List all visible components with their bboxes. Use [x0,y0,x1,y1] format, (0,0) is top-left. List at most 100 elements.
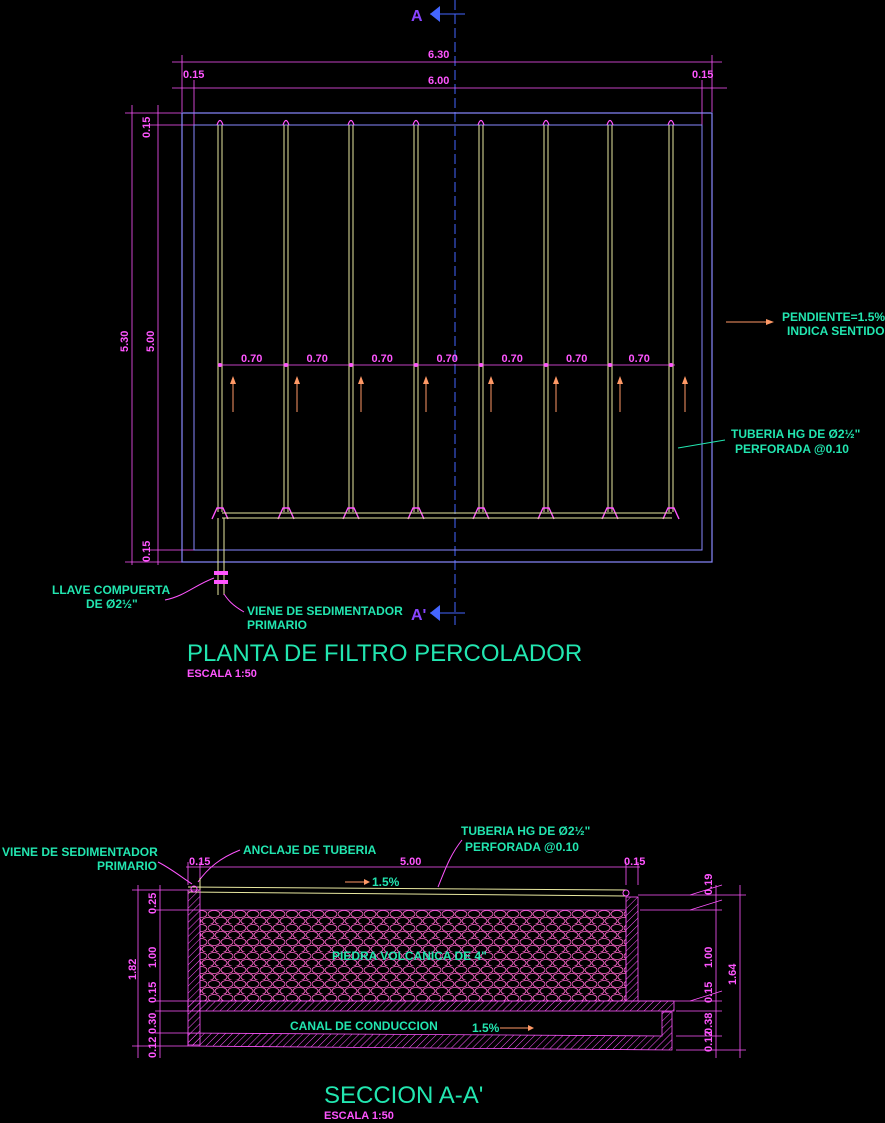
spacing-label: 0.70 [372,353,393,365]
section-slope-top: 1.5% [372,875,400,889]
section-mark-bottom: A' [411,605,465,624]
section-right-total: 1.64 [727,963,739,985]
section-right-dimensions [638,884,746,1058]
section-pipe-note-line1: TUBERIA HG DE Ø2½" [461,824,590,838]
section-left-d3: 0.15 [147,982,159,1003]
section-pipe-note-line2: PERFORADA @0.10 [465,840,579,854]
pipe-lateral [342,119,360,520]
plan-total-height: 5.30 [119,331,131,352]
collector-header [217,512,672,595]
pipe-end-right-icon [622,889,630,897]
plan-inlet-note-line2: PRIMARIO [247,618,307,632]
perforated-pipes [211,119,680,520]
section-pipe-leader [437,839,463,888]
section-right-wall [625,896,639,1002]
plan-left-dimensions [125,105,200,565]
pipe-note-leader [677,439,726,449]
tank-inner-wall [193,124,703,551]
pipe-lateral [537,119,555,520]
flow-arrow-icon [358,376,364,412]
plan-wall-right: 0.15 [692,69,713,81]
section-slope-bottom: 1.5% [472,1021,500,1035]
support-slab [187,1000,675,1012]
section-inlet-note-line1: VIENE DE SEDIMENTADOR [2,845,158,859]
section-dim-right: 0.15 [624,856,645,868]
plan-wall-top: 0.15 [141,117,153,138]
section-right-d3: 0.15 [703,982,715,1003]
flow-arrow-icon [488,376,494,412]
plan-top-dimensions [172,55,727,125]
valve-note-line1: LLAVE COMPUERTA [52,583,171,597]
slope-bottom-arrow [500,1025,534,1031]
flow-arrow-icon [230,376,236,412]
media-label: PIEDRA VOLCANICA DE 4" [332,949,487,963]
section-mark-bottom-label: A' [411,607,426,624]
section-left-dimensions [132,885,200,1058]
section-scale: ESCALA 1:50 [324,1110,394,1122]
plan-total-width: 6.30 [428,49,449,61]
section-left-d1: 0.25 [147,893,159,914]
plan-inner-height: 5.00 [145,331,157,352]
slope-note-line1: PENDIENTE=1.5% [782,310,885,324]
anchor-leader [197,849,241,883]
pipe-lateral [662,119,680,520]
volcanic-stone-media [199,909,627,1002]
spacing-label: 0.70 [437,353,458,365]
plan-wall-left: 0.15 [183,69,204,81]
spacing-label: 0.70 [629,353,650,365]
anchor-note: ANCLAJE DE TUBERIA [243,843,377,857]
section-inlet-leader [157,861,193,885]
spacing-label: 0.70 [307,353,328,365]
plan-inlet-note-line1: VIENE DE SEDIMENTADOR [247,604,403,618]
section-right-d4: 0.38 [703,1013,715,1034]
section-mark-top: A [411,6,465,25]
plan-pipe-note-line1: TUBERIA HG DE Ø2½" [731,427,860,441]
pipe-lateral [601,119,619,520]
flow-arrow-icon [423,376,429,412]
flow-arrow-icon [617,376,623,412]
section-left-d2: 1.00 [147,947,159,968]
flow-arrows [230,376,688,412]
valve-note-leader [164,577,215,601]
section-right-d5: 0.12 [703,1031,715,1052]
tank-outer-wall [181,112,713,563]
gate-valve-icon [214,571,228,584]
plan-pipe-note-line2: PERFORADA @0.10 [735,442,849,456]
inlet-note-leader [223,593,245,613]
plan-inner-width: 6.00 [428,75,449,87]
slope-legend-arrow [726,319,774,325]
section-title: SECCION A-A' [324,1082,483,1109]
pipe-lateral [472,119,490,520]
plan-wall-bottom: 0.15 [141,541,153,562]
pipe-lateral [407,119,425,520]
channel-label: CANAL DE CONDUCCION [290,1019,438,1033]
section-dim-mid: 5.00 [400,856,421,868]
section-right-d2: 1.00 [703,947,715,968]
spacing-label: 0.70 [241,353,262,365]
slope-top-arrow [345,879,370,885]
valve-note-line2: DE Ø2½" [86,597,138,611]
section-mark-top-label: A [411,8,423,25]
flow-arrow-icon [553,376,559,412]
section-inlet-note-line2: PRIMARIO [97,859,157,873]
slope-note-line2: INDICA SENTIDO [787,324,885,338]
section-left-wall [187,889,201,1046]
pipe-lateral [277,119,295,520]
spacing-labels: 0.70 0.70 0.70 0.70 0.70 0.70 0.70 [241,353,650,365]
spacing-label: 0.70 [502,353,523,365]
section-left-d5: 0.12 [147,1037,159,1058]
section-left-d4: 0.30 [147,1013,159,1034]
pipe-lateral [211,119,229,520]
section-top-dimensions [186,862,640,885]
plan-title: PLANTA DE FILTRO PERCOLADOR [187,640,582,667]
spacing-label: 0.70 [566,353,587,365]
flow-arrow-icon [294,376,300,412]
section-pipe [187,878,627,897]
section-dim-left: 0.15 [189,856,210,868]
section-left-total: 1.82 [127,959,139,980]
section-right-d1: 0.19 [703,874,715,895]
flow-arrow-icon [682,376,688,412]
plan-scale: ESCALA 1:50 [187,668,257,680]
